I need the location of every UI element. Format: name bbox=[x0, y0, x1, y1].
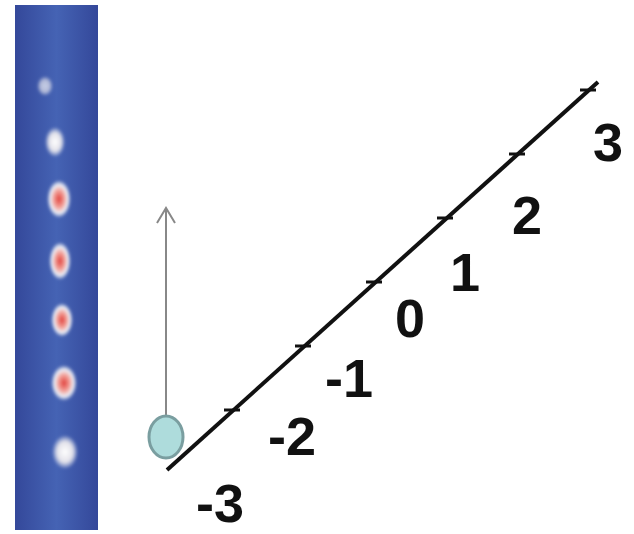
axis-label: -1 bbox=[325, 351, 373, 405]
atom-spots bbox=[37, 76, 78, 469]
axis-label: 1 bbox=[450, 245, 480, 299]
axis-label: -3 bbox=[196, 476, 244, 530]
image-strip bbox=[15, 5, 98, 530]
axis-line bbox=[167, 82, 598, 470]
axis-label: 2 bbox=[512, 188, 542, 242]
axis-ticks bbox=[224, 90, 596, 410]
particle bbox=[149, 416, 183, 458]
up-arrow bbox=[157, 208, 175, 415]
axis-label: -2 bbox=[268, 409, 316, 463]
axis-label: 0 bbox=[395, 291, 425, 345]
axis-label: 3 bbox=[593, 115, 623, 169]
